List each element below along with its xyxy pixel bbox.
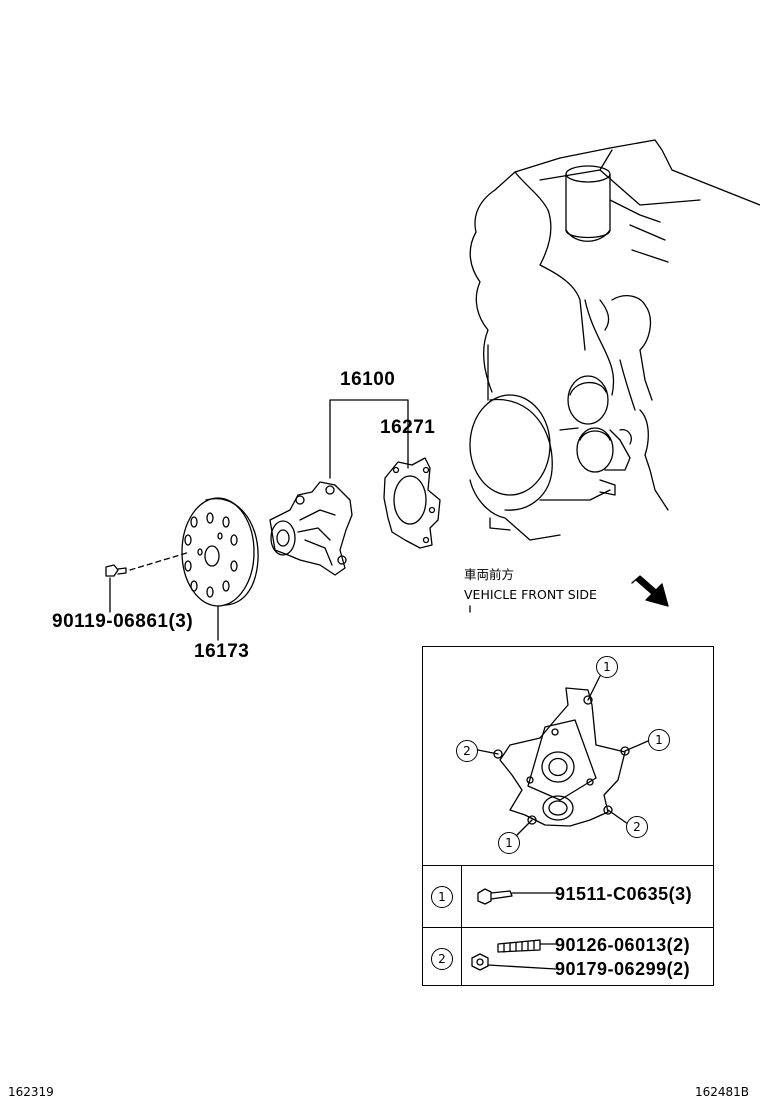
detail-row-2: 2 90126-06013(2) 90179-06299(2) [423, 927, 713, 986]
front-direction-arrow [631, 575, 669, 607]
detail-row-key-cell: 1 [423, 866, 462, 927]
callout-1-bottom: 1 [498, 832, 520, 854]
stud-90126-illustration [497, 939, 557, 953]
bolt-91511-illustration [477, 888, 557, 905]
part-number-91511: 91511-C0635(3) [555, 884, 693, 904]
footer-left-code: 162319 [8, 1085, 54, 1099]
label-gasket-16271: 16271 [380, 417, 436, 438]
detail-row-key-cell: 2 [423, 928, 462, 986]
part-number-90126: 90126-06013(2) [555, 935, 691, 955]
label-pulley-bolt: 90119-06861(3) [52, 611, 194, 632]
engine-block-illustration [469, 139, 760, 541]
direction-note-english: VEHICLE FRONT SIDE [464, 587, 597, 602]
detail-row-key: 2 [431, 948, 453, 970]
detail-row-key: 1 [431, 886, 453, 908]
callout-2-right: 2 [626, 816, 648, 838]
detail-row-1: 1 91511-C0635(3) [423, 865, 713, 927]
part-number-90179: 90179-06299(2) [555, 959, 691, 979]
callout-2-left: 2 [456, 740, 478, 762]
pump-flange-detail [477, 675, 649, 837]
water-pump-illustration [269, 481, 353, 576]
label-pulley-16173: 16173 [194, 641, 250, 662]
callout-1-top: 1 [596, 656, 618, 678]
direction-note-japanese: 車両前方 [464, 567, 515, 582]
pulley-illustration [181, 497, 259, 607]
nut-90179-illustration [471, 953, 557, 971]
callout-1-right: 1 [648, 729, 670, 751]
gasket-illustration [383, 457, 441, 549]
assembly-leader-line [329, 399, 409, 479]
label-assembly-16100: 16100 [340, 369, 396, 390]
pulley-bolt-illustration [105, 551, 191, 613]
detail-table: 1 91511-C0635(3) 2 90126-06013(2) 90179-… [422, 646, 714, 986]
footer-right-code: 162481B [695, 1085, 750, 1099]
